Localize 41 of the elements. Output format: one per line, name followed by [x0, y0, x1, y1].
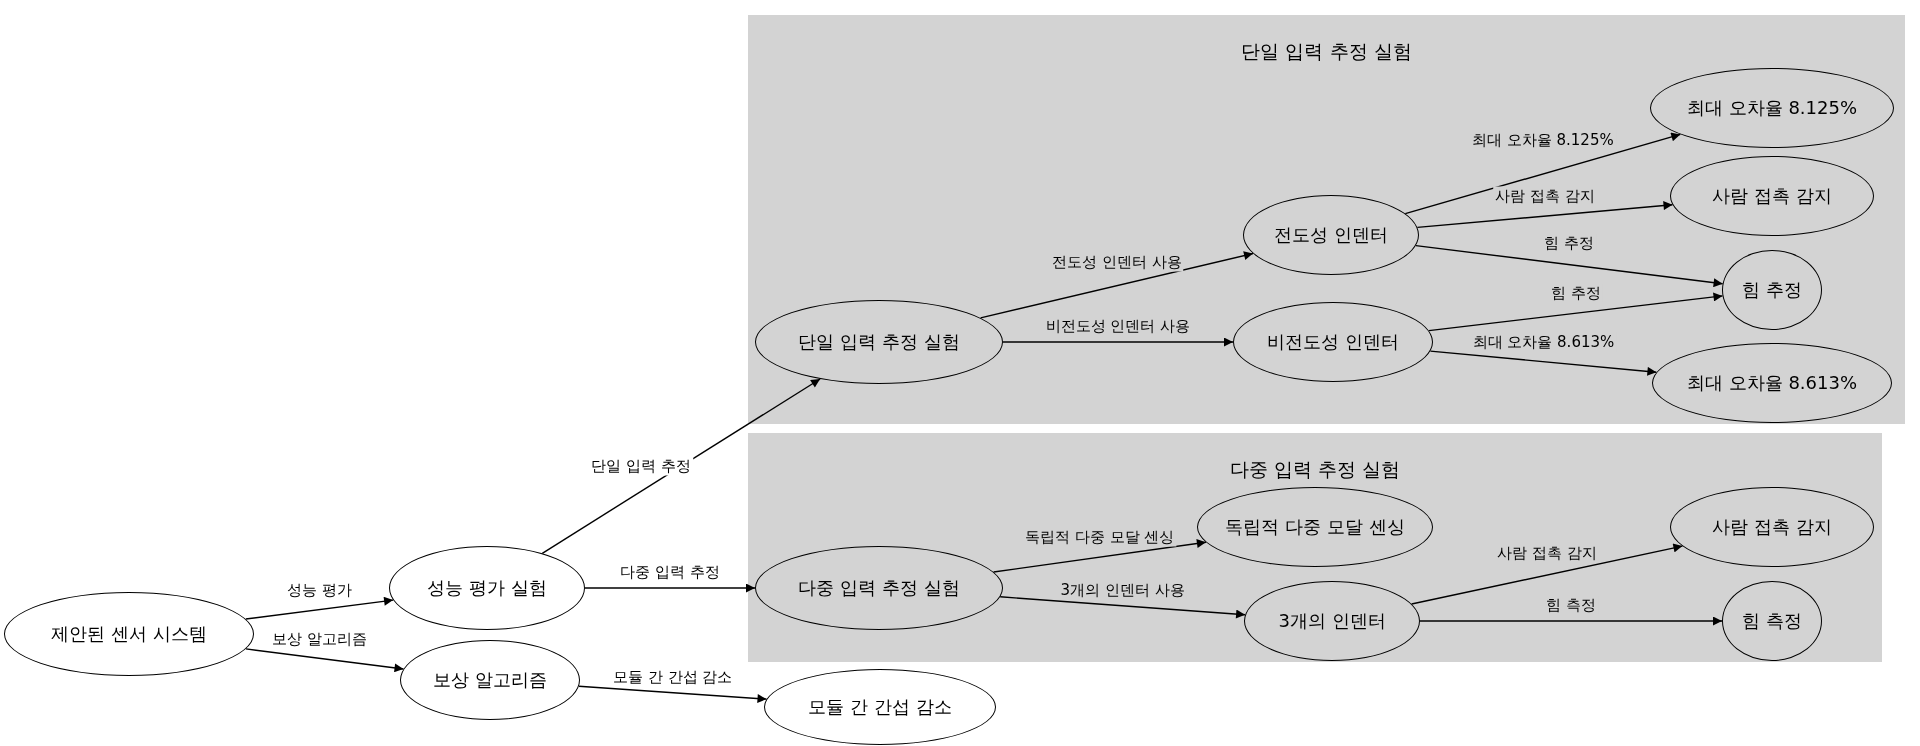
- edge-label: 단일 입력 추정: [589, 456, 693, 476]
- node-label: 모듈 간 간섭 감소: [808, 695, 952, 719]
- node-label: 최대 오차율 8.125%: [1686, 96, 1858, 120]
- edge-label: 전도성 인덴터 사용: [1050, 252, 1184, 272]
- node-label: 보상 알고리즘: [433, 668, 547, 692]
- node-label: 사람 접촉 감지: [1712, 184, 1832, 208]
- arrow: [584, 583, 756, 593]
- edge-label: 성능 평가: [285, 580, 354, 599]
- edge-label: 3개의 인덴터 사용: [1058, 580, 1187, 600]
- arrow: [1415, 244, 1724, 288]
- cluster-title: 다중 입력 추정 실험: [1229, 457, 1401, 482]
- arrow: [1429, 350, 1658, 376]
- node-label: 힘 측정: [1742, 609, 1802, 633]
- node-label: 단일 입력 추정 실험: [798, 330, 960, 354]
- arrow: [578, 685, 768, 703]
- node-label: 최대 오차율 8.613%: [1686, 371, 1858, 395]
- cluster-panel: [748, 433, 1882, 662]
- arrow: [1404, 132, 1681, 215]
- arrow: [245, 648, 405, 673]
- arrow: [979, 251, 1254, 319]
- cluster-title: 단일 입력 추정 실험: [1241, 39, 1412, 64]
- node-label: 힘 추정: [1742, 278, 1802, 302]
- arrow: [992, 539, 1207, 573]
- arrow: [999, 596, 1246, 619]
- arrow: [541, 378, 821, 554]
- node-label: 제안된 센서 시스템: [51, 622, 207, 646]
- arrow: [245, 596, 394, 620]
- node-label: 다중 입력 추정 실험: [798, 576, 960, 600]
- edge-label: 독립적 다중 모달 센싱: [1023, 527, 1177, 547]
- node-label: 독립적 다중 모달 센싱: [1225, 515, 1405, 539]
- node-label: 3개의 인덴터: [1278, 609, 1386, 633]
- node-label: 전도성 인덴터: [1274, 223, 1388, 247]
- node-label: 사람 접촉 감지: [1712, 515, 1832, 539]
- arrow: [1419, 616, 1723, 626]
- cluster-panel: [748, 15, 1905, 424]
- arrow: [1416, 201, 1674, 229]
- node-label: 비전도성 인덴터: [1267, 330, 1399, 354]
- arrow: [1410, 543, 1684, 605]
- arrow: [1428, 292, 1724, 332]
- node-label: 성능 평가 실험: [427, 576, 547, 600]
- arrow: [1002, 337, 1234, 347]
